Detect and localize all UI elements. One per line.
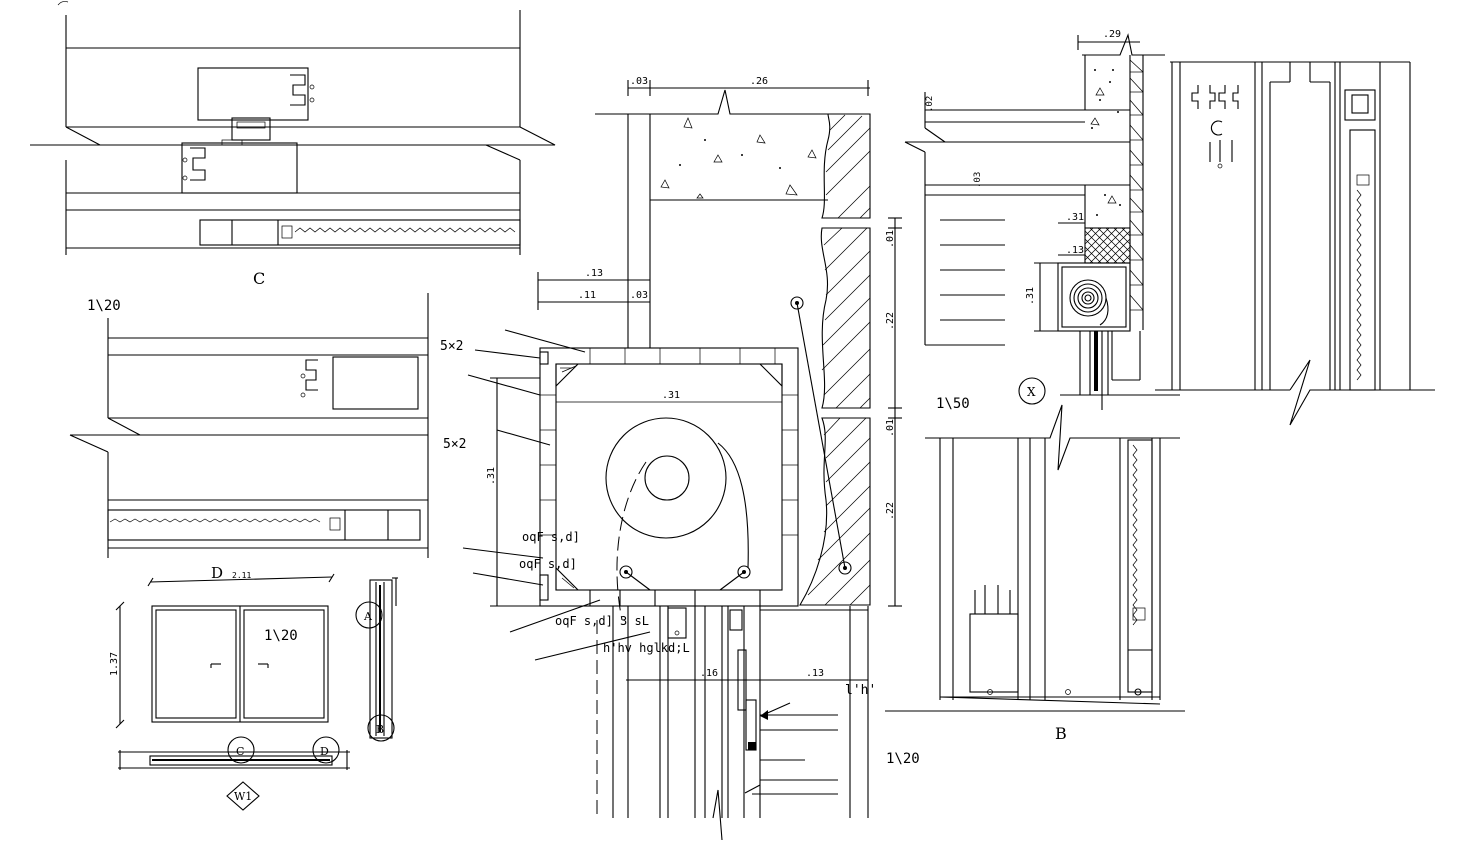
dim-top-03: .03	[630, 76, 648, 87]
dim-right-22-top: .22	[885, 312, 896, 330]
dim-box-31: .31	[662, 390, 680, 401]
dim-r-31-side: .31	[1025, 287, 1036, 305]
dim-left-03: .03	[630, 290, 648, 301]
note-5: l'h'	[845, 683, 876, 698]
section-b-label: B	[1055, 724, 1067, 743]
dim-left-13: .13	[585, 268, 603, 279]
dim-right-22-bot: .22	[885, 502, 896, 520]
section-c-label: C	[253, 269, 265, 288]
dim-r-13: .13	[1066, 245, 1084, 256]
note-1: oqF s,d]	[522, 530, 580, 544]
scale-window: 1\20	[264, 628, 298, 644]
marker-x: X	[1027, 385, 1036, 399]
dim-r-03: .03	[973, 172, 983, 188]
dim-box-height-31: .31	[486, 467, 497, 485]
section-c-detail: C 1\20	[30, 1, 556, 314]
window-elevation-w1: D 2.11 1.37 1\20 A B C D	[109, 564, 398, 811]
window-width-dim: 2.11	[232, 571, 251, 580]
window-height-dim: 1.37	[109, 652, 120, 676]
size-label-mid: 5×2	[443, 437, 466, 452]
dim-right-01-mid: .01	[885, 419, 896, 437]
note-3: oqF s,d] 3 sL	[555, 614, 649, 628]
dim-bottom-13: .13	[806, 668, 824, 679]
section-d-label: D	[211, 564, 223, 582]
note-2: oqF s,d]	[519, 557, 577, 571]
scale-bottom-right: 1\20	[886, 751, 920, 767]
marker-c: C	[236, 745, 244, 758]
right-top-section: .29	[904, 29, 1180, 412]
note-4: h'hv hglkd;L	[603, 641, 690, 655]
section-b-detail: B 1\20	[885, 404, 1185, 767]
marker-d: D	[320, 745, 329, 758]
far-right-detail	[1155, 61, 1435, 426]
dim-left-11: .11	[578, 290, 596, 301]
scale-top-left: 1\20	[87, 298, 121, 314]
dim-bottom-16: .16	[700, 668, 718, 679]
dim-right-01-top: .01	[885, 230, 896, 248]
dim-top-26: .26	[750, 76, 768, 87]
marker-b: B	[376, 723, 384, 736]
dim-r-02: .02	[925, 96, 935, 112]
size-label-top: 5×2	[440, 339, 463, 354]
roller-box-section: .03 .26	[440, 76, 902, 841]
mid-left-detail	[69, 293, 429, 558]
dim-r-31: .31	[1066, 212, 1084, 223]
window-tag-w1: W1	[234, 790, 252, 803]
scale-right-mid: 1\50	[936, 396, 970, 412]
marker-a: A	[363, 610, 373, 623]
dim-r-29: .29	[1103, 29, 1121, 40]
